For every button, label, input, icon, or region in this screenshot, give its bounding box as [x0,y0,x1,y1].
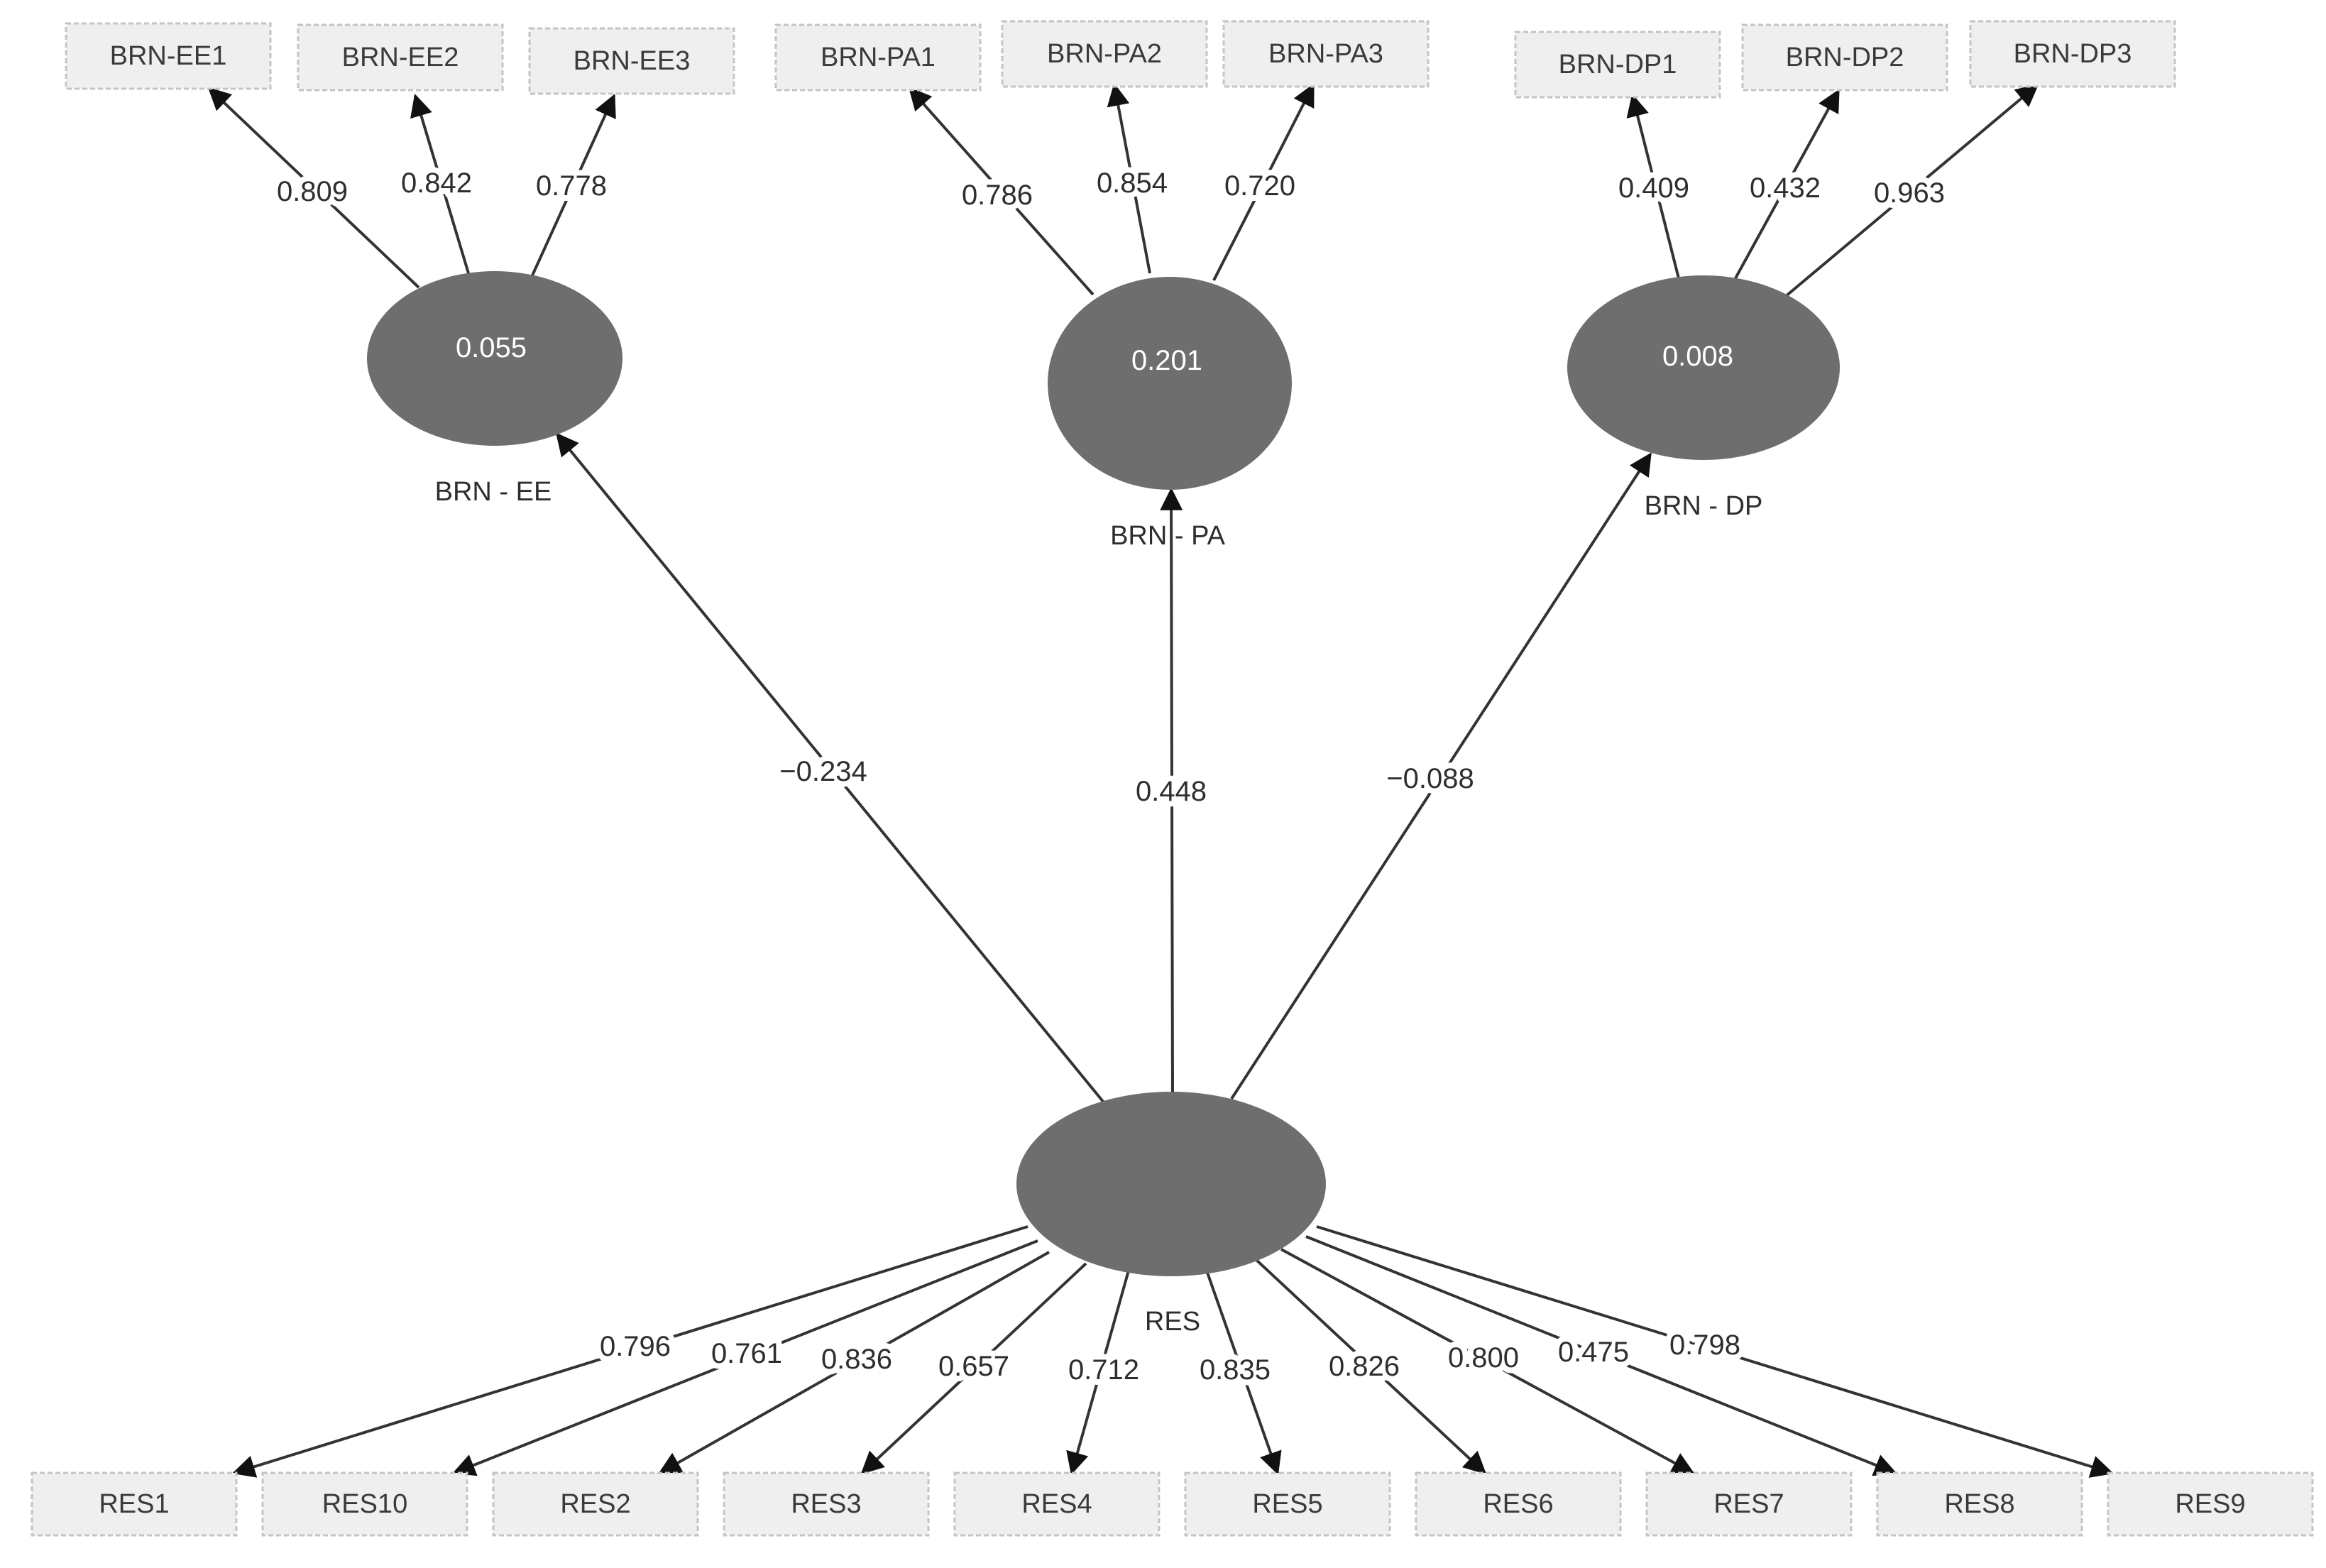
loading-line-res1 [231,1225,1028,1478]
indicator-brn-ee3[interactable]: BRN-EE3 [528,27,735,95]
loading-line-res10 [452,1239,1038,1476]
indicator-brn-pa2[interactable]: BRN-PA2 [1001,20,1208,88]
indicator-brn-dp2[interactable]: BRN-DP2 [1741,23,1948,92]
latent-res[interactable] [1016,1092,1326,1276]
loading-line-dp2 [1734,89,1840,279]
loading-dp3: 0.963 [1874,177,1945,209]
loading-pa2: 0.854 [1097,168,1168,199]
loading-line-dp1 [1626,93,1680,279]
svg-text:BRN-EE3: BRN-EE3 [574,46,691,76]
indicator-brn-ee1[interactable]: BRN-EE1 [65,22,272,90]
loading-line-pa1 [908,87,1095,296]
svg-text:RES8: RES8 [1944,1489,2014,1519]
svg-text:RES7: RES7 [1713,1489,1784,1519]
loading-res2: 0.836 [821,1344,892,1375]
path-coef-res-dp: −0.088 [1386,763,1474,794]
loading-res4: 0.712 [1068,1354,1139,1386]
indicator-brn-dp3[interactable]: BRN-DP3 [1969,20,2176,88]
svg-text:RES3: RES3 [791,1489,861,1519]
path-res-to-brn-pa [1160,487,1183,1094]
svg-text:BRN-PA3: BRN-PA3 [1268,39,1383,69]
loading-res5: 0.835 [1200,1354,1271,1386]
indicator-res9[interactable]: RES9 [2107,1471,2314,1537]
latent-name-brn-pa: BRN - PA [1110,521,1226,551]
svg-text:RES9: RES9 [2175,1489,2245,1519]
loading-res9: 0.798 [1669,1329,1740,1361]
indicator-brn-dp1[interactable]: BRN-DP1 [1514,31,1721,99]
svg-text:RES10: RES10 [322,1489,407,1519]
loading-dp2: 0.432 [1750,172,1821,204]
svg-text:RES5: RES5 [1252,1489,1322,1519]
loading-res8: 0.475 [1558,1337,1629,1368]
loading-line-pa2 [1107,82,1151,274]
svg-text:RES1: RES1 [99,1489,169,1519]
loading-line-res2 [658,1251,1050,1474]
svg-text:BRN-DP1: BRN-DP1 [1559,50,1677,80]
svg-text:BRN-DP3: BRN-DP3 [2014,39,2132,69]
latent-brn-ee[interactable]: 0.055 [367,271,622,446]
r-squared-brn-ee: 0.055 [456,332,527,363]
loading-res10: 0.761 [711,1338,782,1369]
latent-brn-dp[interactable]: 0.008 [1567,275,1840,460]
latent-brn-pa[interactable]: 0.201 [1048,277,1292,490]
loading-line-pa3 [1212,83,1315,281]
latent-name-brn-dp: BRN - DP [1645,491,1763,521]
loading-line-ee3 [531,94,616,276]
indicator-res1[interactable]: RES1 [31,1471,238,1537]
loading-line-res7 [1280,1248,1695,1474]
indicator-res7[interactable]: RES7 [1645,1471,1853,1537]
r-squared-brn-dp: 0.008 [1662,341,1733,372]
latent-name-brn-ee: BRN - EE [435,477,552,507]
path-coef-res-pa: 0.448 [1136,776,1207,807]
indicator-res3[interactable]: RES3 [723,1471,930,1537]
indicator-res10[interactable]: RES10 [261,1471,468,1537]
svg-text:RES6: RES6 [1483,1489,1553,1519]
indicator-res5[interactable]: RES5 [1184,1471,1391,1537]
indicator-res6[interactable]: RES6 [1415,1471,1622,1537]
loading-dp1: 0.409 [1618,172,1689,204]
loading-line-res4 [1066,1270,1130,1476]
indicator-res2[interactable]: RES2 [492,1471,699,1537]
loading-pa3: 0.720 [1224,170,1295,202]
loading-line-ee2 [410,93,470,274]
loading-ee1: 0.809 [277,176,348,207]
svg-text:BRN-EE2: BRN-EE2 [342,43,459,72]
indicator-res8[interactable]: RES8 [1876,1471,2083,1537]
loading-res1: 0.796 [600,1331,671,1362]
r-squared-brn-pa: 0.201 [1131,345,1202,376]
loading-line-dp3 [1784,84,2039,298]
svg-text:BRN-DP2: BRN-DP2 [1786,43,1904,72]
svg-text:RES4: RES4 [1021,1489,1092,1519]
loading-line-res9 [1316,1225,2114,1478]
loading-pa1: 0.786 [962,180,1033,211]
path-res-to-brn-dp [1230,452,1652,1100]
indicator-brn-pa3[interactable]: BRN-PA3 [1222,20,1430,88]
indicator-res4[interactable]: RES4 [953,1471,1161,1537]
loading-ee3: 0.778 [536,170,607,202]
loading-line-res5 [1205,1270,1282,1476]
indicator-brn-ee2[interactable]: BRN-EE2 [297,23,504,92]
latent-name-res: RES [1145,1307,1200,1337]
loading-line-res6 [1255,1259,1487,1475]
loading-res6: 0.826 [1329,1351,1400,1382]
svg-text:BRN-EE1: BRN-EE1 [110,41,227,71]
path-coef-res-ee: −0.234 [779,756,867,787]
svg-text:BRN-PA1: BRN-PA1 [821,43,936,72]
loading-line-res3 [860,1262,1087,1475]
svg-text:RES2: RES2 [560,1489,630,1519]
loading-res3: 0.657 [938,1351,1009,1382]
svg-text:BRN-PA2: BRN-PA2 [1047,39,1162,69]
loading-ee2: 0.842 [401,168,472,199]
loading-res7: 0.800 [1448,1342,1519,1374]
indicator-brn-pa1[interactable]: BRN-PA1 [774,23,982,92]
loading-line-ee1 [207,87,420,289]
loading-line-res8 [1305,1235,1897,1476]
path-res-to-brn-ee [556,432,1105,1104]
